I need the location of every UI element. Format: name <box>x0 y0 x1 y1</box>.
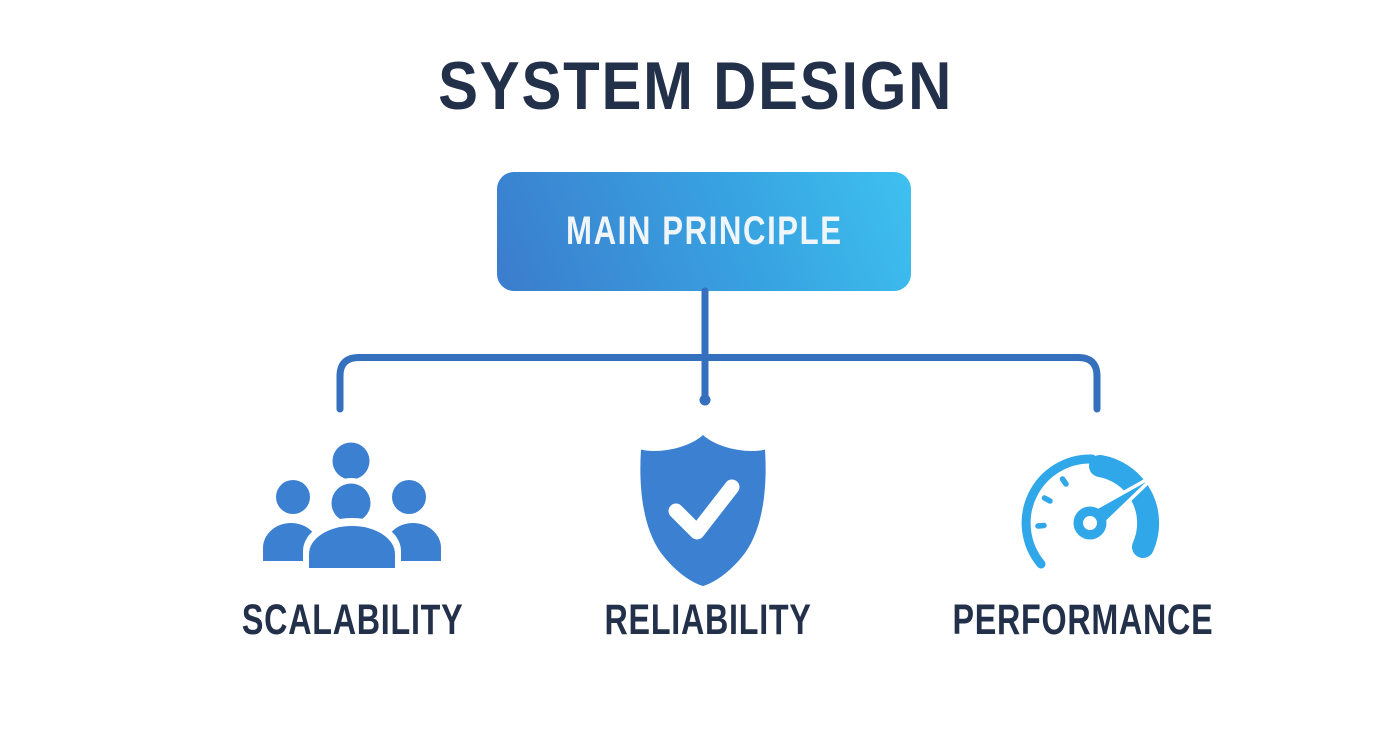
user-head-center <box>331 483 371 523</box>
branch-label-reliability: RELIABILITY <box>508 596 908 644</box>
reliability-label-text: RELIABILITY <box>604 596 812 644</box>
connector-branch-rail <box>336 354 1101 413</box>
users-group-icon <box>263 442 441 568</box>
user-head-left <box>276 480 310 514</box>
scalability-label-text: SCALABILITY <box>242 596 464 644</box>
performance-label-text: PERFORMANCE <box>952 596 1214 644</box>
gauge-ticks <box>1035 476 1069 529</box>
page-title: SYSTEM DESIGN <box>0 50 1392 122</box>
connector-stem-endpoint <box>699 394 711 406</box>
gauge-arcs <box>1021 454 1160 569</box>
root-node-label: MAIN PRINCIPLE <box>565 209 843 253</box>
shield-shape <box>640 435 766 586</box>
speedometer-icon <box>1021 454 1160 569</box>
root-node: MAIN PRINCIPLE <box>497 172 911 291</box>
branch-label-scalability: SCALABILITY <box>153 596 553 644</box>
user-head-back <box>332 442 370 480</box>
user-body-center <box>309 526 395 568</box>
shield-check-icon <box>640 435 766 586</box>
gauge-thin-arc <box>1021 454 1097 569</box>
check-mark <box>668 479 740 540</box>
page-title-text: SYSTEM DESIGN <box>438 48 954 124</box>
branch-label-performance: PERFORMANCE <box>883 596 1283 644</box>
user-head-right <box>392 480 426 514</box>
gauge-hub-hole <box>1083 516 1097 530</box>
gauge-thick-arc <box>1089 455 1160 558</box>
